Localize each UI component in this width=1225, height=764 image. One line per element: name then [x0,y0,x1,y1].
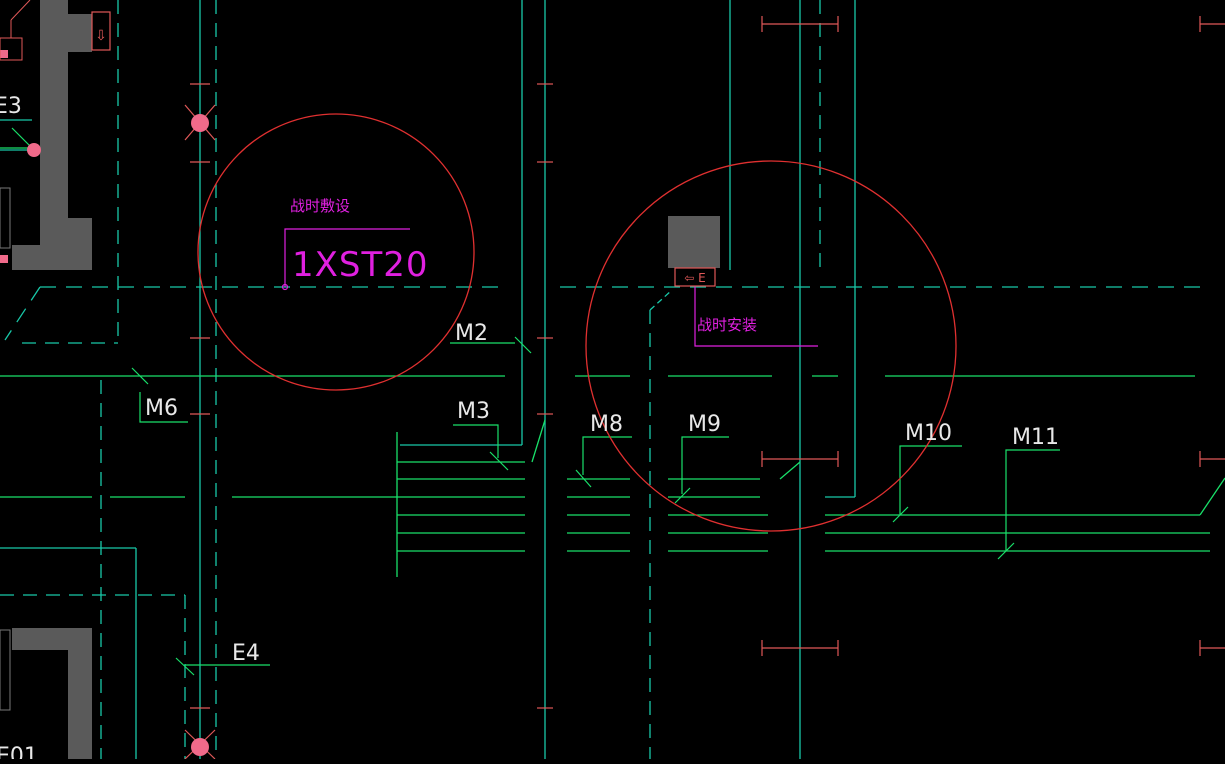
label-m6: M6 [145,396,178,421]
note-wartime-laying: 战时敷设 [290,197,350,215]
annotation-lines [281,228,818,347]
wiring [0,147,1225,666]
equipment-box [668,216,720,268]
label-e4: E4 [232,641,260,666]
label-e3: E3 [0,94,22,119]
label-m3: M3 [457,399,490,424]
cable-label: 1XST20 [292,245,429,285]
box-symbol-label: ⇦ E [684,271,705,285]
label-m8: M8 [590,412,623,437]
grid-lines [0,0,1200,759]
walls [12,0,720,759]
revision-cloud-right [585,160,957,532]
distribution-box-symbol [674,267,716,287]
label-m11: M11 [1012,425,1059,450]
label-e01: E01 [0,744,38,759]
wall-upper-left [12,0,92,270]
nodes [0,50,209,756]
structure-lines [0,0,856,759]
light-fixture-node [191,114,209,132]
panel-box-arrow-icon: ⇩ [95,28,107,44]
note-wartime-install: 战时安装 [697,316,757,334]
light-fixture-node [191,738,209,756]
tick-marks [184,16,1225,760]
socket-lead [10,0,31,21]
panel-box-top [91,11,111,51]
leaders [11,127,1060,676]
terminal-node [0,50,8,58]
label-m10: M10 [905,421,952,446]
revision-cloud-left [197,113,475,391]
wall-edge-detail [0,187,11,249]
revision-clouds [197,113,957,532]
junction-node [27,143,41,157]
terminal-node [0,255,8,263]
label-m2: M2 [455,321,488,346]
label-m9: M9 [688,412,721,437]
wall-lower-left [12,628,92,759]
wall-edge-detail-lower [0,629,11,711]
